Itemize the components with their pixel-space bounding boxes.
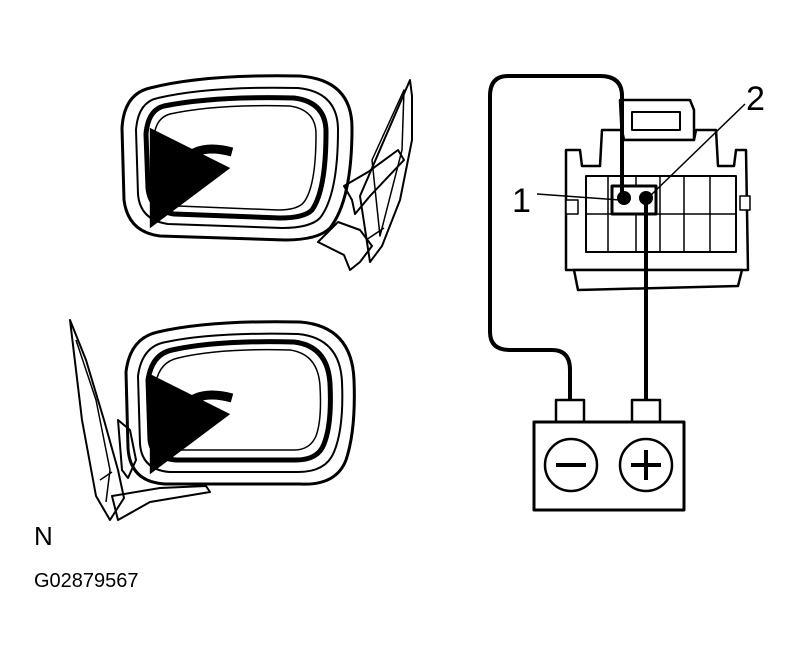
- battery-negative-post: [554, 398, 586, 424]
- side-mark-label: N: [34, 521, 53, 551]
- callout-2-label: 2: [746, 80, 765, 118]
- battery: [532, 398, 686, 512]
- figure-code-label: G02879567: [34, 570, 139, 592]
- callout-1-label: 1: [512, 182, 531, 220]
- upper-mirror: [120, 74, 413, 271]
- callout-1-leader: [536, 193, 621, 201]
- mirror-connector: [564, 98, 751, 292]
- callout-2-leader: [649, 103, 746, 197]
- battery-positive-post: [630, 398, 662, 424]
- lower-mirror: [69, 319, 356, 521]
- arrow-icon: [149, 373, 234, 475]
- test-leads: [488, 74, 648, 402]
- arrow-icon: [149, 127, 234, 229]
